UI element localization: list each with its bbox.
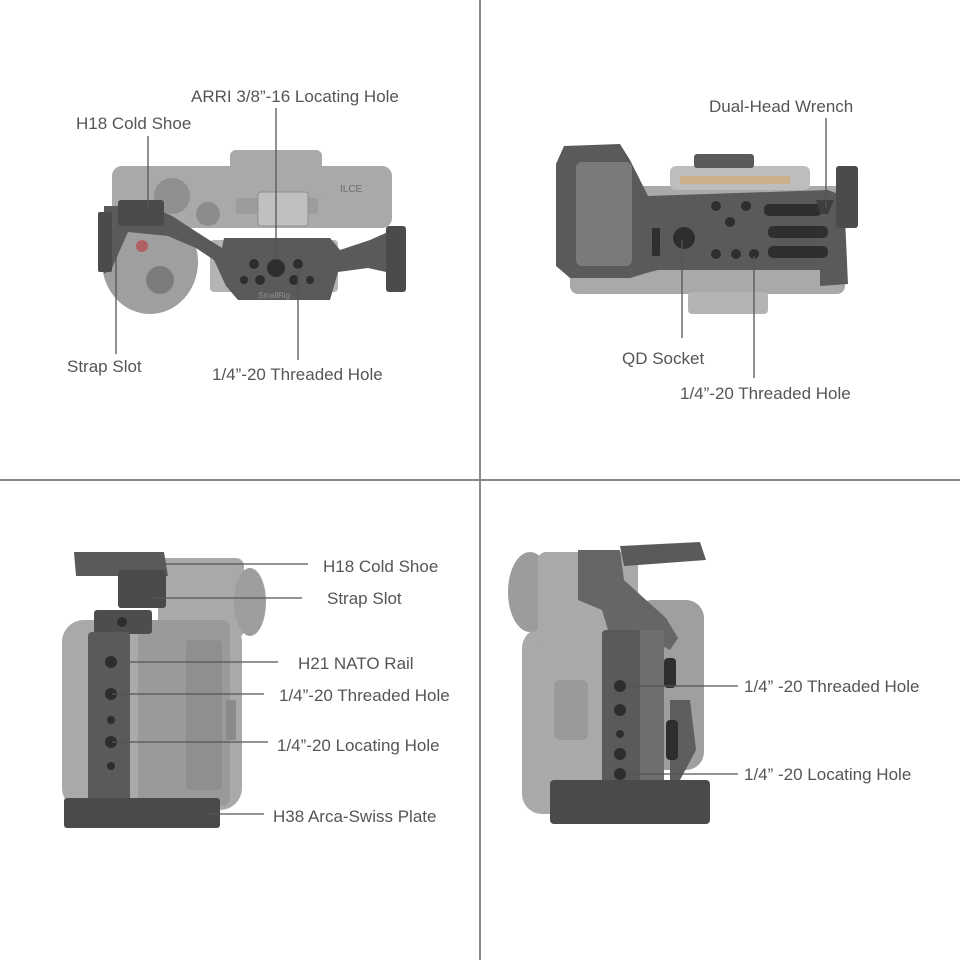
panel-top-view: ILCE SmallRig — [98, 108, 406, 360]
label-locating-hole: 1/4” -20 Locating Hole — [744, 765, 912, 784]
panel-bottom-view — [556, 118, 858, 378]
label-threaded-hole: 1/4” -20 Threaded Hole — [744, 677, 920, 696]
label-h18-cold-shoe: H18 Cold Shoe — [76, 114, 192, 133]
label-h18-cold-shoe: H18 Cold Shoe — [323, 557, 439, 576]
label-dual-head-wrench: Dual-Head Wrench — [709, 97, 854, 116]
horizontal-divider — [0, 479, 960, 481]
battery-door — [576, 162, 632, 266]
record-button — [136, 240, 148, 252]
label-threaded-hole: 1/4”-20 Threaded Hole — [279, 686, 450, 705]
dual-head-wrench-icon — [816, 200, 834, 214]
cage-bottom-holes — [652, 201, 828, 259]
label-arri-locating-hole: ARRI 3/8”-16 Locating Hole — [191, 87, 399, 106]
leader-lines — [681, 118, 827, 378]
label-threaded-hole: 1/4”-20 Threaded Hole — [680, 384, 851, 403]
cage-top — [98, 200, 406, 300]
hot-shoe — [257, 191, 309, 227]
label-locating-hole: 1/4”-20 Locating Hole — [277, 736, 440, 755]
panel-left-side-view — [62, 552, 308, 828]
cage-top-holes — [240, 259, 314, 285]
panel-right-side-view — [508, 542, 738, 824]
label-h38-arca-swiss-plate: H38 Arca-Swiss Plate — [273, 807, 437, 826]
rear-dial — [146, 266, 174, 294]
label-strap-slot: Strap Slot — [327, 589, 402, 608]
leader-lines — [115, 108, 299, 360]
leader-lines — [112, 563, 308, 815]
label-qd-socket: QD Socket — [622, 349, 705, 368]
cage-left-holes — [105, 617, 127, 770]
cage-right — [550, 542, 710, 824]
brand-mark: SmallRig — [258, 291, 290, 300]
camera-model-mark: ILCE — [340, 184, 363, 195]
cage-right-holes — [614, 658, 678, 780]
label-h21-nato-rail: H21 NATO Rail — [298, 654, 414, 673]
label-threaded-hole: 1/4”-20 Threaded Hole — [212, 365, 383, 384]
leader-lines — [626, 685, 738, 775]
label-strap-slot: Strap Slot — [67, 357, 142, 376]
